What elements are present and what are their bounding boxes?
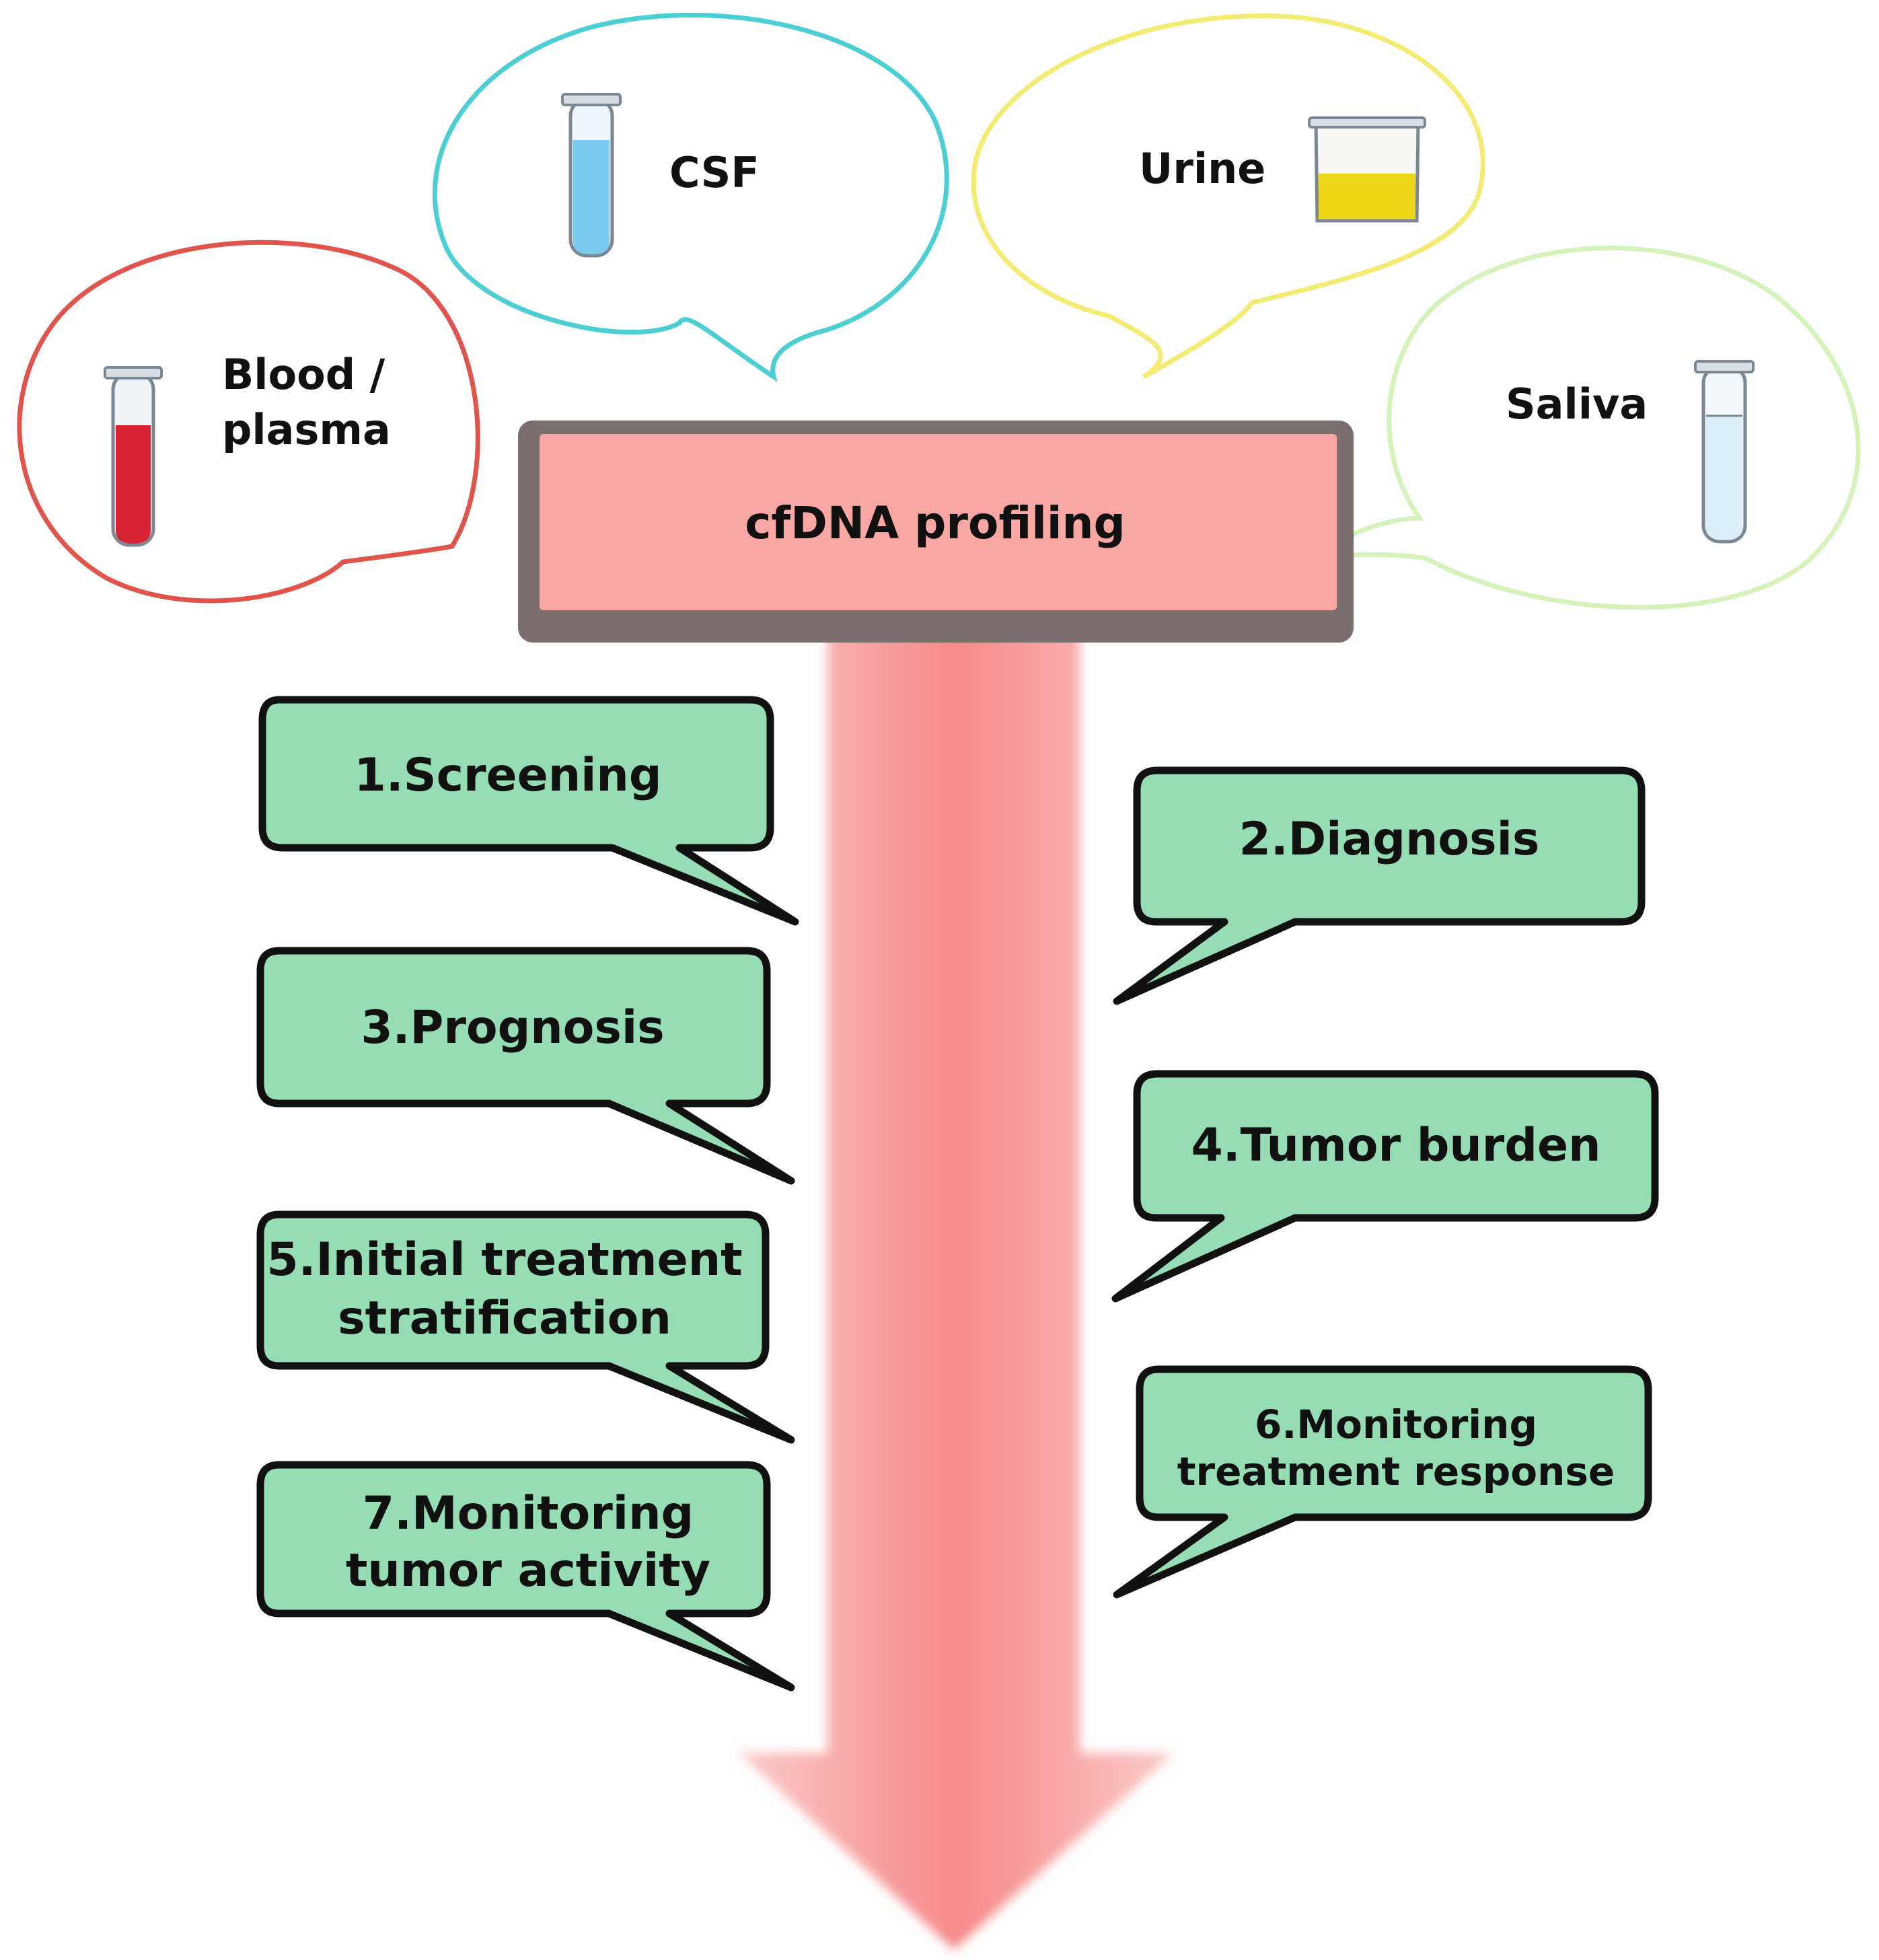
application-bubble: [258, 696, 799, 926]
source-bubble: [17, 240, 480, 604]
source-blood-plasma: Blood / plasma: [17, 240, 480, 604]
application-label: 4.Tumor burden: [1191, 1119, 1600, 1172]
application-label: 5.Initial treatment: [266, 1233, 742, 1286]
application-6: 6.Monitoring treatment response: [1113, 1365, 1652, 1599]
source-bubble: [971, 13, 1485, 379]
application-7: 7.Monitoring tumor activity: [256, 1461, 795, 1692]
urine-beaker-icon: [1308, 116, 1426, 223]
source-urine: Urine: [971, 13, 1485, 379]
source-bubble: [1312, 246, 1861, 610]
application-1: 1.Screening: [258, 696, 799, 926]
application-label: treatment response: [1177, 1449, 1615, 1494]
source-label: plasma: [222, 405, 391, 454]
application-bubble: [1111, 1070, 1659, 1303]
center-label: cfDNA profiling: [745, 497, 1125, 549]
application-5: 5.Initial treatment stratification: [256, 1210, 795, 1444]
source-label: Urine: [1139, 144, 1265, 193]
blood-tube-icon: [104, 366, 163, 547]
source-csf: CSF: [432, 12, 949, 382]
source-label: CSF: [669, 148, 760, 197]
cfdna-profiling-box: cfDNA profiling: [518, 421, 1354, 643]
flow-arrow: [739, 632, 1174, 1950]
application-bubble: [1113, 1365, 1652, 1599]
application-bubble: [256, 947, 795, 1185]
application-label: 2.Diagnosis: [1239, 813, 1540, 866]
application-label: tumor activity: [346, 1544, 710, 1597]
application-bubble: [256, 1210, 795, 1444]
source-saliva: Saliva: [1312, 246, 1861, 610]
application-label: stratification: [338, 1292, 671, 1345]
application-label: 1.Screening: [354, 749, 661, 802]
csf-tube-icon: [561, 93, 622, 258]
application-2: 2.Diagnosis: [1113, 766, 1646, 1005]
application-bubble: [1113, 766, 1646, 1005]
application-3: 3.Prognosis: [256, 947, 795, 1185]
application-label: 3.Prognosis: [361, 1001, 664, 1054]
saliva-tube-icon: [1694, 360, 1755, 544]
application-4: 4.Tumor burden: [1111, 1070, 1659, 1303]
source-label: Blood /: [222, 350, 385, 399]
application-bubble: [256, 1461, 795, 1692]
source-bubble: [432, 12, 949, 382]
application-label: 7.Monitoring: [363, 1487, 694, 1540]
application-label: 6.Monitoring: [1255, 1402, 1537, 1447]
source-label: Saliva: [1506, 379, 1648, 429]
